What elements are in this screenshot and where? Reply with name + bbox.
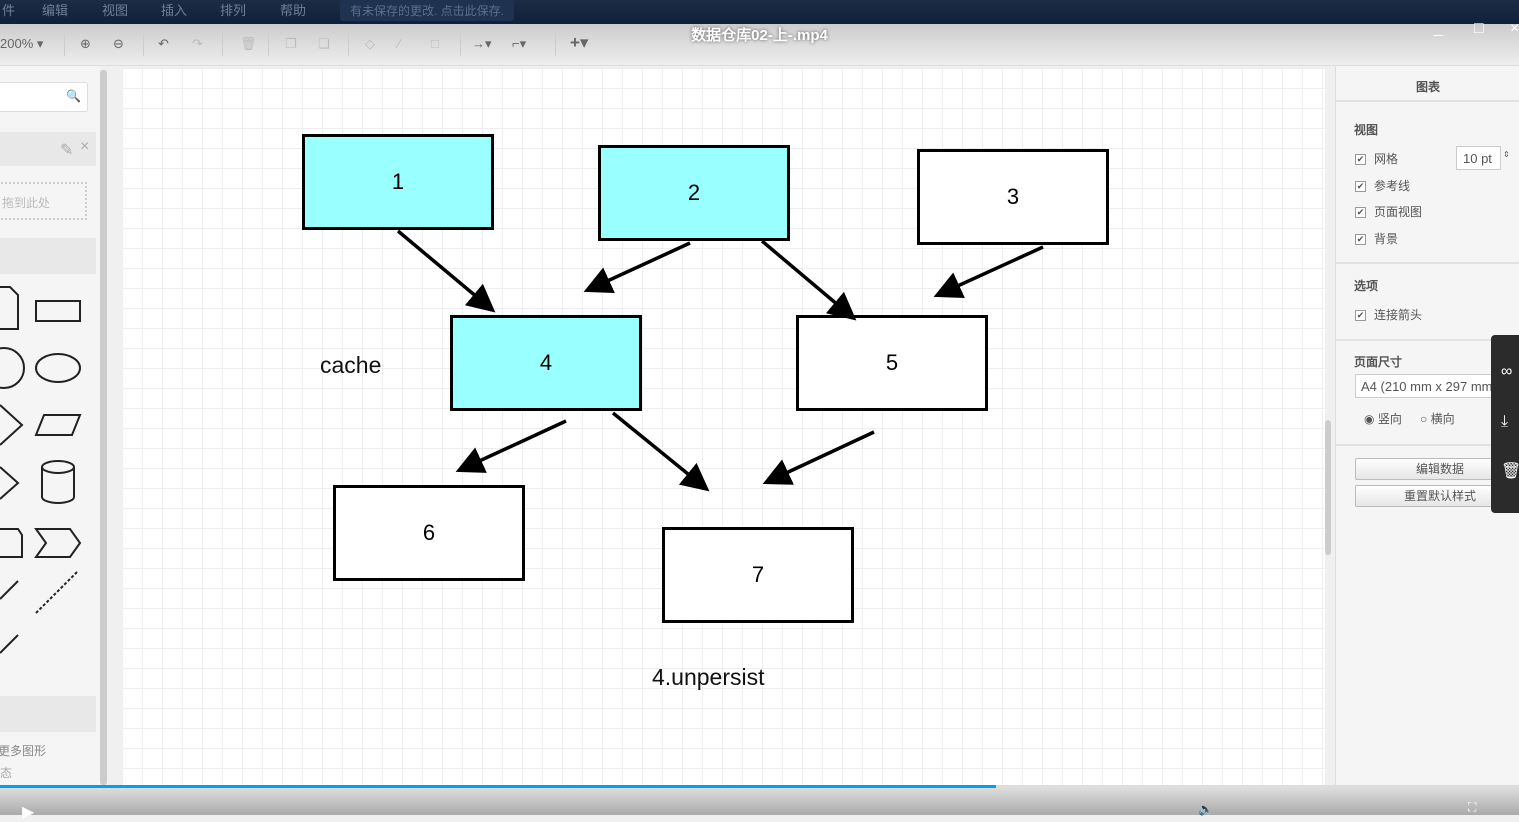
video-progress-fill	[0, 785, 997, 788]
volume-icon[interactable]: 🔈	[1198, 802, 1213, 816]
directional-arrow-icon	[0, 634, 19, 654]
menu-edit[interactable]: 编辑	[42, 3, 69, 18]
circle-shape-icon	[0, 347, 25, 389]
view-heading: 视图	[1354, 123, 1379, 137]
menu-arrange[interactable]: 排列	[220, 3, 247, 18]
zoom-out-icon[interactable]: ⊖	[113, 36, 124, 51]
node-3[interactable]: 3	[917, 149, 1109, 245]
fullscreen-icon[interactable]: ⛶	[1468, 800, 1477, 814]
dashed-line-icon	[35, 570, 79, 614]
menu-help[interactable]: 帮助	[280, 3, 307, 18]
play-icon[interactable]: ▶	[22, 804, 35, 821]
redo-icon[interactable]: ↷	[192, 36, 203, 51]
toolbar: 200% ▾ ⊕ ⊖ ↶ ↷ 🗑 ❐ ❏ ◇ ∕ □ →▾ ⌐▾ +▾	[0, 24, 1519, 66]
maximize-icon[interactable]: □	[1474, 20, 1484, 37]
sidebar-scrollbar[interactable]	[100, 70, 107, 785]
node-4[interactable]: 4	[450, 315, 642, 411]
background-checkbox[interactable]: ✔背景	[1355, 232, 1399, 246]
parallelogram-shape-icon	[34, 414, 82, 436]
edit-icon[interactable]: ✎	[60, 142, 74, 159]
line-color-icon[interactable]: ∕	[398, 36, 401, 51]
connection-arrows-checkbox[interactable]: ✔连接箭头	[1355, 308, 1423, 322]
menu-bar: 件 编辑 视图 插入 排列 帮助 有未保存的更改. 点击此保存.	[0, 0, 1519, 24]
canvas-scrollbar[interactable]	[1325, 420, 1331, 555]
video-progress-bar[interactable]	[0, 785, 1519, 788]
node-7[interactable]: 7	[662, 527, 854, 623]
shadow-icon[interactable]: □	[431, 36, 439, 51]
arrow-shape-icon	[0, 580, 19, 600]
portrait-radio[interactable]: ◉ 竖向	[1364, 412, 1402, 426]
rectangle-shape-icon	[35, 300, 81, 322]
close-scratchpad-icon[interactable]: ×	[80, 138, 90, 155]
ellipse-shape-icon	[35, 353, 81, 383]
insert-icon[interactable]: +▾	[570, 33, 589, 52]
unsaved-notice[interactable]: 有未保存的更改. 点击此保存.	[340, 0, 515, 21]
diamond-shape-icon	[0, 404, 24, 446]
zoom-select[interactable]: 200% ▾	[0, 36, 44, 51]
grid-size-input[interactable]: 10 pt	[1456, 146, 1501, 170]
node-2[interactable]: 2	[598, 145, 790, 241]
trash-icon[interactable]: 🗑	[1501, 463, 1519, 480]
undo-icon[interactable]: ↶	[158, 36, 169, 51]
zoom-value: 200%	[0, 36, 34, 51]
menu-view[interactable]: 视图	[102, 3, 129, 18]
shape-search-input[interactable]: 🔍	[0, 82, 88, 112]
node-6[interactable]: 6	[333, 485, 525, 581]
to-front-icon[interactable]: ❐	[285, 36, 297, 51]
node-1[interactable]: 1	[302, 134, 494, 230]
delete-icon[interactable]: 🗑	[240, 36, 257, 51]
grid-size-stepper[interactable]: ⇕	[1503, 150, 1510, 159]
triangle-shape-icon	[0, 466, 20, 500]
more-shapes-section[interactable]	[0, 696, 96, 732]
menu-insert[interactable]: 插入	[161, 3, 188, 18]
page-view-checkbox[interactable]: ✔页面视图	[1355, 205, 1423, 219]
guides-checkbox[interactable]: ✔参考线	[1355, 179, 1411, 193]
scratchpad-header: ✎ ×	[0, 132, 96, 166]
note-shape-icon	[0, 286, 19, 330]
video-title: 数据仓库02-上-.mp4	[691, 27, 828, 44]
share-icon[interactable]: ∞	[1501, 363, 1513, 380]
node-5[interactable]: 5	[796, 315, 988, 411]
video-side-toolbar: ∞ ⤓ 🗑	[1491, 335, 1519, 513]
search-icon: 🔍	[66, 89, 81, 103]
edit-data-button[interactable]: 编辑数据	[1355, 458, 1519, 480]
landscape-radio[interactable]: ○ 横向	[1420, 412, 1455, 426]
page-size-heading: 页面尺寸	[1354, 355, 1403, 369]
cache-label[interactable]: cache	[320, 352, 382, 378]
unpersist-label[interactable]: 4.unpersist	[652, 664, 765, 690]
node-label: 1	[391, 169, 405, 194]
tab-diagram[interactable]: 图表	[1336, 66, 1519, 102]
zoom-in-icon[interactable]: ⊕	[80, 36, 91, 51]
to-back-icon[interactable]: ❏	[318, 36, 330, 51]
card-shape-icon	[0, 528, 23, 558]
connection-icon[interactable]: →▾	[472, 36, 492, 51]
node-label: 5	[885, 350, 899, 375]
waypoints-icon[interactable]: ⌐▾	[512, 36, 527, 51]
minimize-icon[interactable]: _	[1434, 20, 1443, 37]
video-controls: ▶ 🔈 ⛶	[0, 788, 1519, 821]
download-icon[interactable]: ⤓	[1501, 413, 1509, 430]
node-label: 3	[1006, 184, 1020, 209]
node-label: 4	[539, 350, 553, 375]
close-icon[interactable]: ×	[1510, 20, 1519, 37]
node-label: 6	[422, 520, 436, 545]
node-label: 2	[687, 180, 701, 205]
cylinder-shape-icon	[40, 460, 75, 504]
shapes-sidebar: 🔍 ✎ × 拖到此处 更多图形 态	[0, 66, 100, 785]
shape-palette[interactable]	[0, 281, 96, 661]
menu-file[interactable]: 件	[2, 3, 16, 18]
format-panel: 图表 视图 ✔网格 10 pt ⇕ ✔参考线 ✔页面视图 ✔背景 选项 ✔连接箭…	[1335, 66, 1519, 785]
fill-color-icon[interactable]: ◇	[365, 36, 375, 51]
sidebar-footer-text: 态	[0, 766, 13, 780]
node-label: 7	[751, 562, 765, 587]
reset-style-button[interactable]: 重置默认样式	[1355, 485, 1519, 507]
options-heading: 选项	[1354, 279, 1379, 293]
more-shapes-link[interactable]: 更多图形	[0, 744, 47, 758]
scratchpad-drop-area[interactable]: 拖到此处	[0, 182, 87, 220]
grid-checkbox[interactable]: ✔网格	[1355, 152, 1399, 166]
step-shape-icon	[34, 528, 82, 558]
general-section-header[interactable]	[0, 238, 96, 274]
